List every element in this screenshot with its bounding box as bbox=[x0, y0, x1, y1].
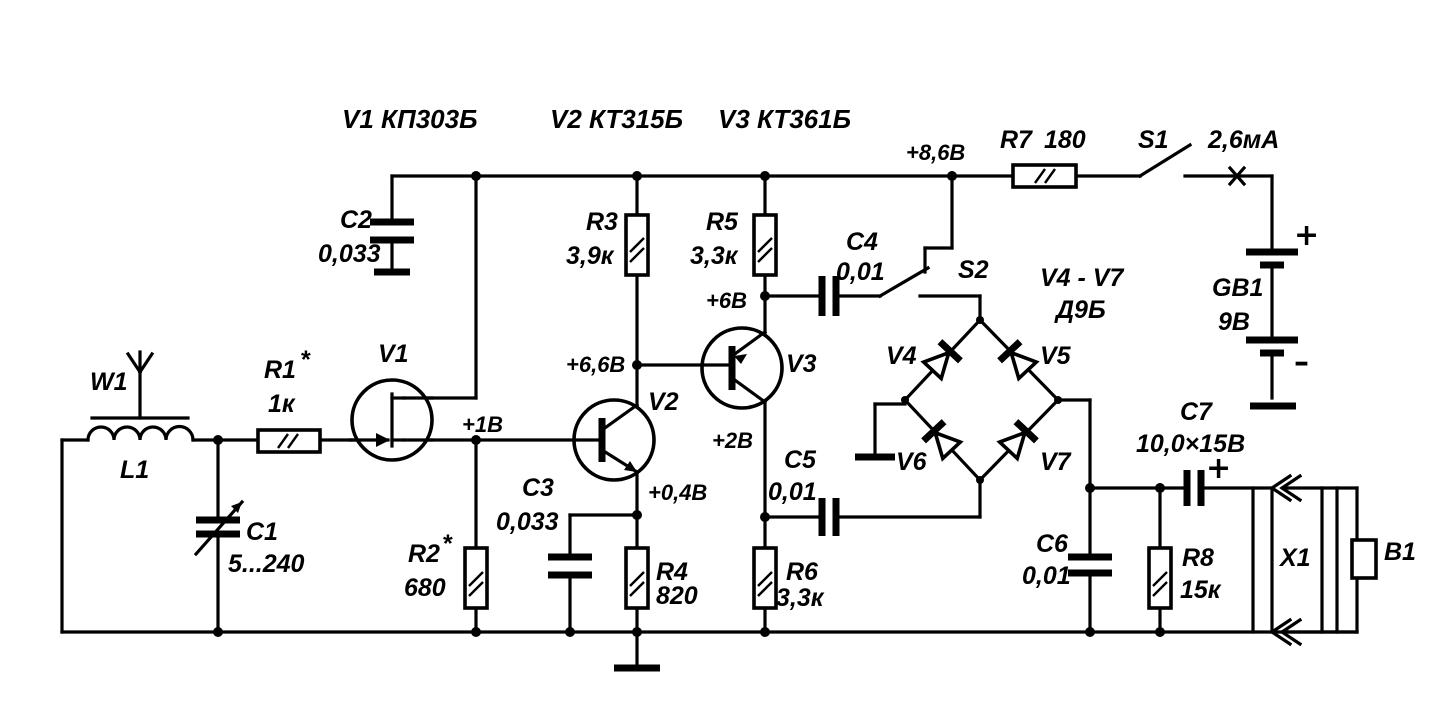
resistor-r6 bbox=[752, 546, 778, 610]
v7-label: V7 bbox=[1040, 448, 1072, 476]
current-label: 2,6мА bbox=[1207, 126, 1279, 154]
r4-name: R4 bbox=[656, 558, 688, 586]
capacitor-c7 bbox=[1183, 470, 1205, 506]
b1-label: B1 bbox=[1384, 538, 1416, 566]
resistor-r8 bbox=[1147, 546, 1173, 610]
capacitor-c4 bbox=[818, 276, 840, 316]
resistor-r7 bbox=[1011, 163, 1078, 189]
c7-plus-sign: + bbox=[1206, 451, 1231, 486]
v3-type-header: V3 КТ361Б bbox=[718, 104, 851, 134]
r8-name: R8 bbox=[1182, 544, 1214, 572]
v2-collector-voltage: +6,6В bbox=[566, 352, 625, 377]
c5-name: C5 bbox=[784, 446, 817, 474]
resistor-r4 bbox=[624, 546, 650, 610]
s1-label: S1 bbox=[1138, 126, 1169, 154]
antenna-w1 bbox=[125, 350, 155, 375]
r3-value: 3,9к bbox=[566, 242, 615, 270]
transistor-v1 bbox=[350, 378, 434, 462]
v3-emitter-voltage: +6В bbox=[706, 288, 747, 313]
wires bbox=[60, 174, 1359, 670]
c3-name: C3 bbox=[522, 474, 554, 502]
r7-name: R7 bbox=[1000, 126, 1033, 154]
switch-s1 bbox=[1137, 142, 1193, 179]
c5-value: 0,01 bbox=[768, 478, 817, 506]
r6-value: 3,3к bbox=[776, 584, 825, 612]
c2-value: 0,033 bbox=[318, 240, 381, 268]
r1-value: 1к bbox=[268, 390, 296, 418]
capacitor-c2 bbox=[370, 218, 414, 276]
c3-value: 0,033 bbox=[496, 508, 559, 536]
r1-star: * bbox=[300, 346, 311, 374]
battery-plus-sign: + bbox=[1294, 218, 1319, 253]
battery-gb1 bbox=[1246, 248, 1298, 410]
r6-name: R6 bbox=[786, 558, 819, 586]
v1-source-voltage: +1В bbox=[462, 412, 503, 437]
r2-value: 680 bbox=[404, 574, 446, 602]
c2-name: C2 bbox=[340, 206, 372, 234]
battery-minus-sign: – bbox=[1294, 345, 1309, 380]
v1-type-header: V1 КП303Б bbox=[342, 104, 478, 134]
r1-name: R1 bbox=[264, 356, 296, 384]
c7-name: C7 bbox=[1180, 398, 1213, 426]
capacitor-c5 bbox=[818, 498, 840, 536]
earphone-b1 bbox=[1350, 538, 1378, 580]
c1-name: C1 bbox=[246, 518, 278, 546]
resistor-r1 bbox=[256, 428, 322, 454]
r2-name: R2 bbox=[408, 540, 440, 568]
v3-label: V3 bbox=[786, 350, 817, 378]
l1-label: L1 bbox=[120, 456, 149, 484]
v6-label: V6 bbox=[896, 448, 928, 476]
s2-label: S2 bbox=[958, 256, 989, 284]
gb1-value: 9В bbox=[1218, 308, 1250, 336]
v5-label: V5 bbox=[1040, 342, 1072, 370]
diode-v7 bbox=[996, 419, 1039, 462]
transistor-v2 bbox=[572, 398, 656, 482]
c4-name: C4 bbox=[846, 228, 878, 256]
r3-name: R3 bbox=[586, 208, 618, 236]
v3-collector-voltage: +2В bbox=[712, 428, 753, 453]
resistor-r2 bbox=[463, 546, 489, 610]
r5-name: R5 bbox=[706, 208, 739, 236]
x1-label: X1 bbox=[1278, 544, 1311, 572]
diode-v4 bbox=[920, 339, 963, 382]
diode-v5 bbox=[997, 339, 1040, 382]
switch-s2 bbox=[877, 265, 931, 299]
diodes-group-label: V4 - V7 bbox=[1040, 264, 1124, 292]
c6-value: 0,01 bbox=[1022, 562, 1071, 590]
junction-dots bbox=[213, 171, 1165, 637]
r5-value: 3,3к bbox=[690, 242, 739, 270]
diode-v6 bbox=[921, 419, 964, 462]
v2-emitter-voltage: +0,4В bbox=[648, 480, 707, 505]
r8-value: 15к bbox=[1180, 576, 1222, 604]
r4-value: 820 bbox=[656, 582, 698, 610]
v4-label: V4 bbox=[886, 342, 917, 370]
w1-label: W1 bbox=[90, 368, 128, 396]
c7-value: 10,0×15В bbox=[1136, 430, 1245, 458]
inductor-l1 bbox=[86, 416, 195, 442]
capacitor-c3 bbox=[548, 553, 592, 579]
current-measure-cross bbox=[1227, 165, 1247, 187]
labels: V1 КП303Б V2 КТ315Б V3 КТ361Б W1 L1 C1 5… bbox=[90, 104, 1416, 612]
diodes-type-label: Д9Б bbox=[1054, 296, 1106, 324]
r7-value: 180 bbox=[1044, 126, 1086, 154]
resistor-r5 bbox=[752, 213, 778, 277]
connector-x1 bbox=[1269, 473, 1303, 647]
gb1-label: GB1 bbox=[1212, 274, 1263, 302]
c6-name: C6 bbox=[1036, 530, 1069, 558]
v1-label: V1 bbox=[378, 340, 409, 368]
resistor-r3 bbox=[624, 213, 650, 277]
v2-label: V2 bbox=[648, 388, 679, 416]
transistor-v3 bbox=[700, 326, 784, 410]
r2-star: * bbox=[442, 530, 453, 558]
supply-voltage: +8,6В bbox=[906, 140, 965, 165]
capacitor-c1 bbox=[193, 499, 245, 557]
c1-value: 5...240 bbox=[228, 550, 305, 578]
capacitor-c6 bbox=[1068, 553, 1112, 577]
c4-value: 0,01 bbox=[836, 258, 885, 286]
v2-type-header: V2 КТ315Б bbox=[550, 104, 683, 134]
